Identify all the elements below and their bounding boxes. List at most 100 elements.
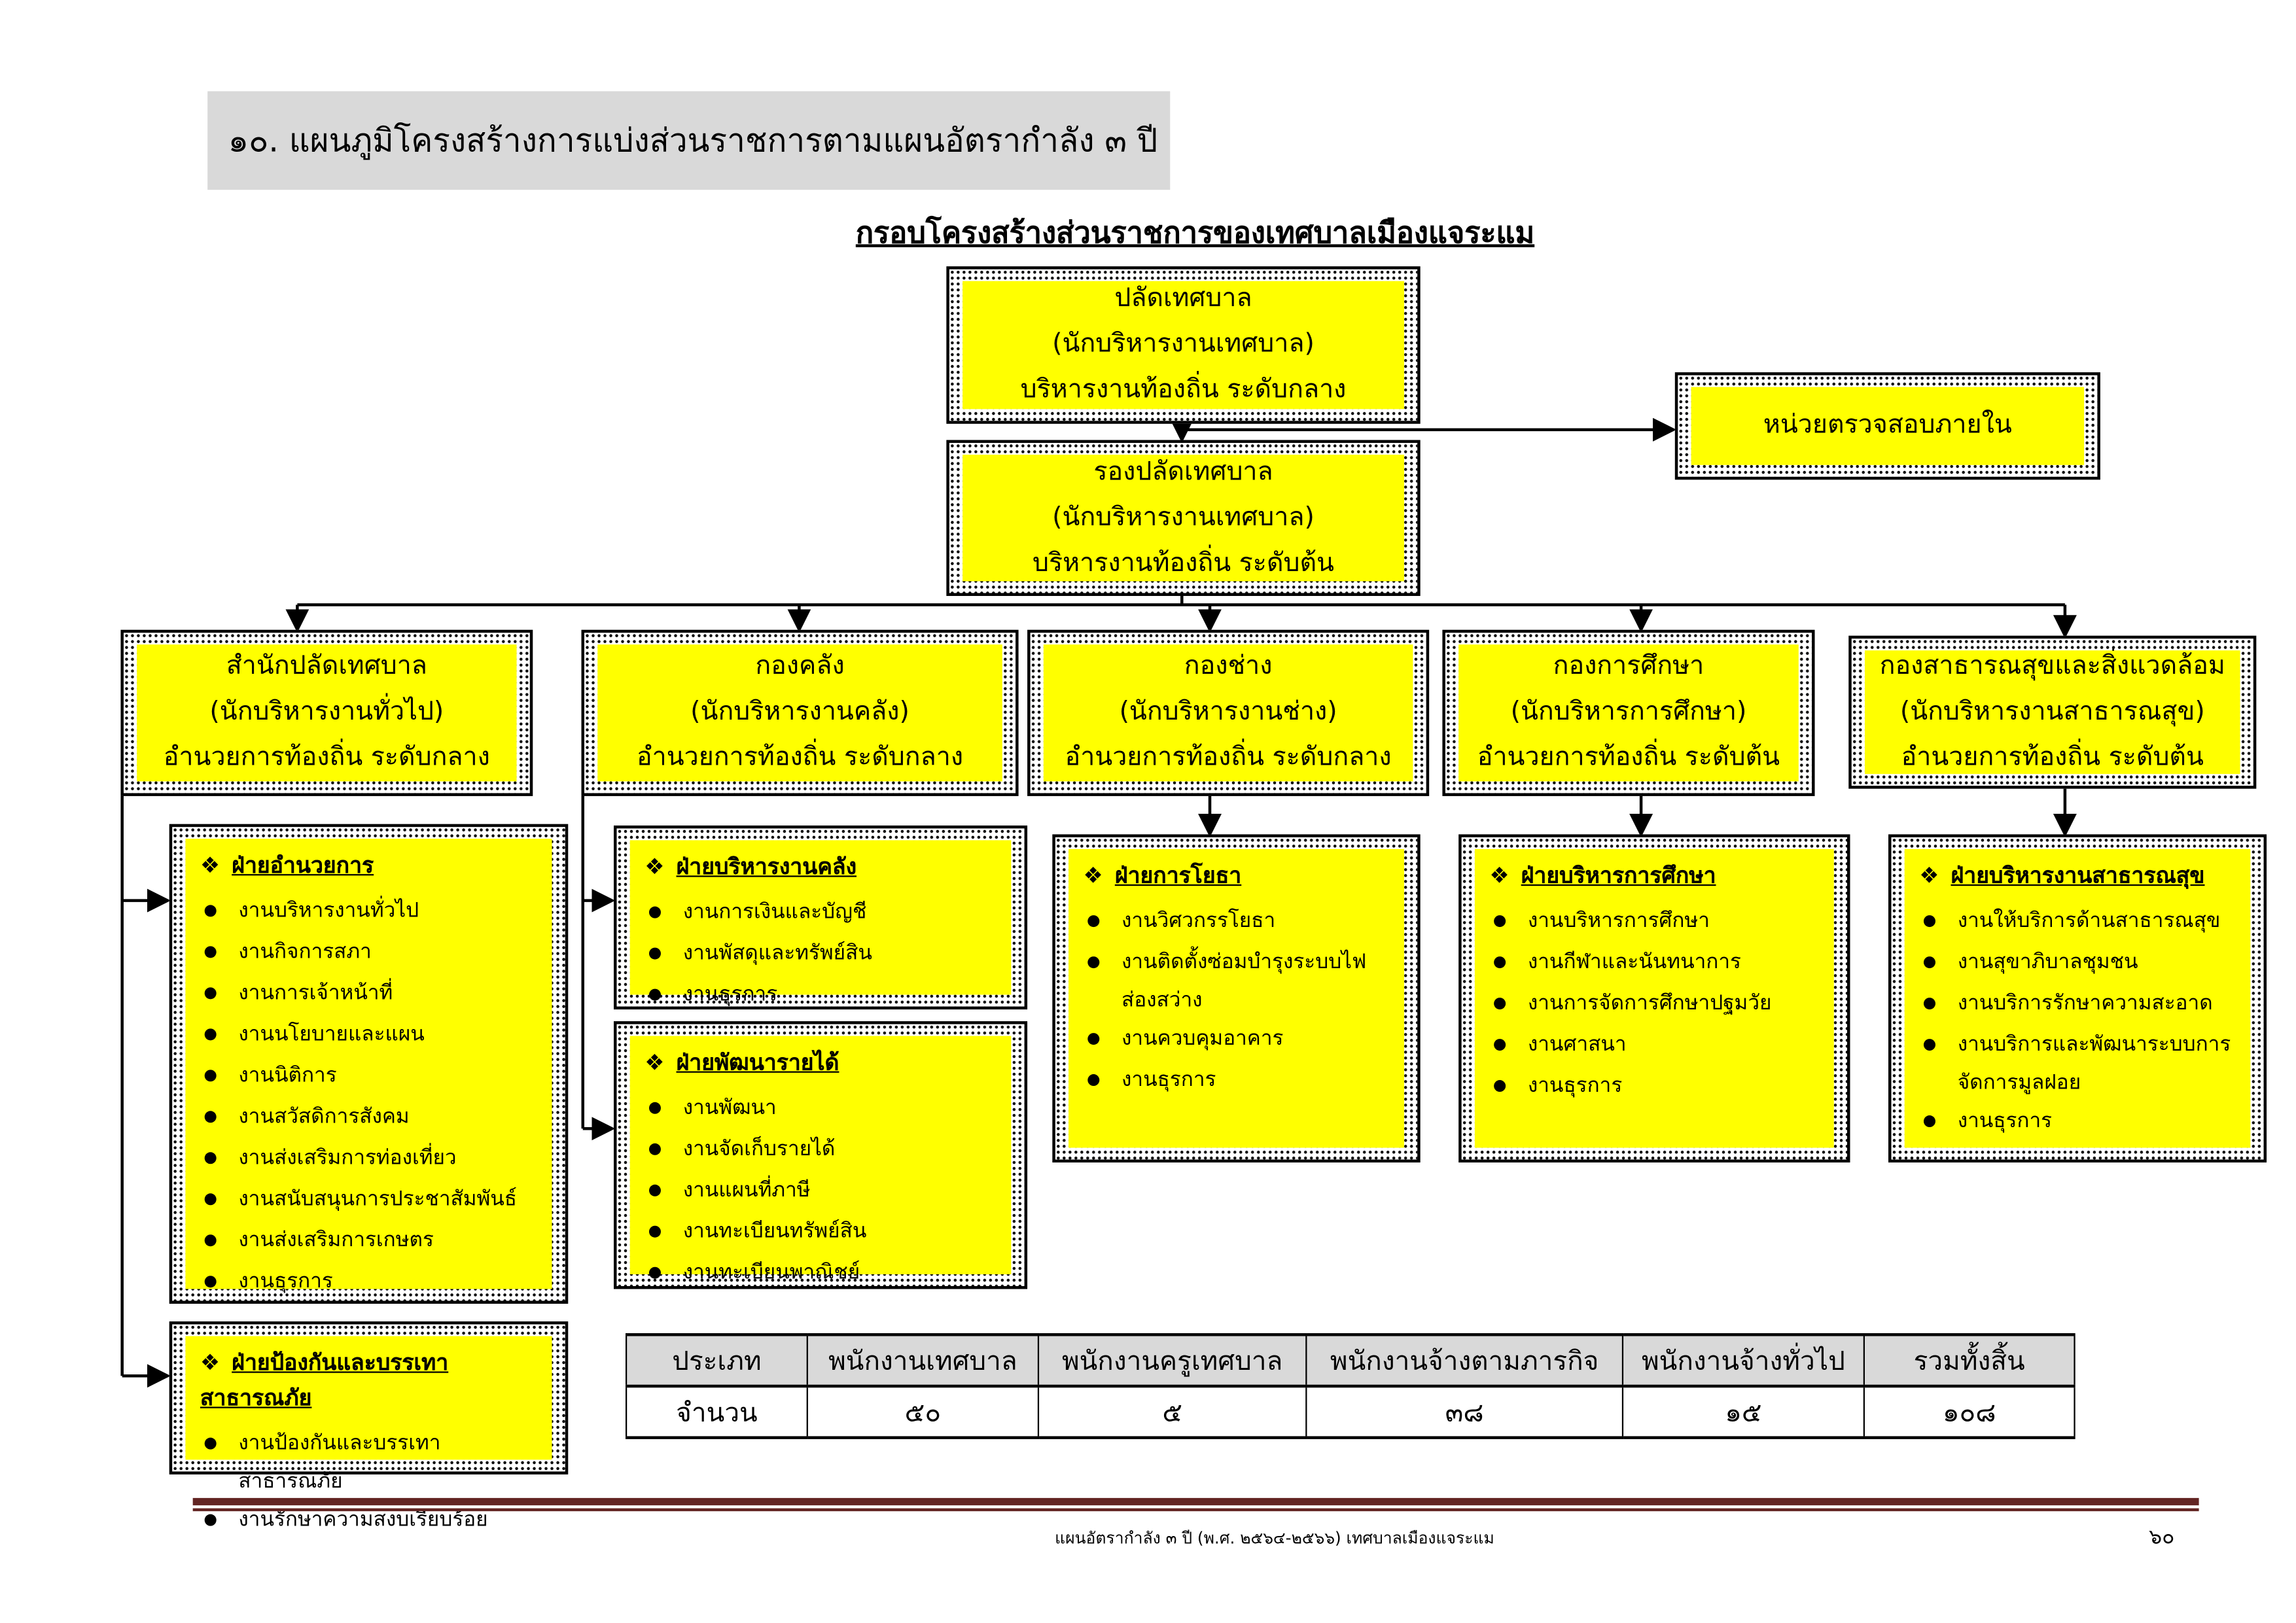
org-box-internal-audit-fill: หน่วยตรวจสอบภายใน [1691,387,2085,465]
chart-title-text: กรอบโครงสร้างส่วนราชการของเทศบาลเมืองแจร… [855,215,1535,251]
org-box-division-5-line: กองสาธารณสุขและสิ่งแวดล้อม [1879,651,2225,681]
section-heading-text: ๑๐. แผนภูมิโครงสร้างการแบ่งส่วนราชการตาม… [228,123,1158,161]
org-box-division-3-line: อำนวยการท้องถิ่น ระดับกลาง [1065,742,1392,773]
table-cell: ๓๘ [1305,1385,1624,1439]
section-box-6-fill: ❖ฝ่ายบริหารการศึกษางานบริหารการศึกษางานก… [1474,848,1834,1148]
section-title-text: ฝ่ายป้องกันและบรรเทาสาธารณภัย [200,1349,449,1412]
list-item: งานศาสนา [1489,1026,1819,1067]
org-box-division-2: กองคลัง(นักบริหารงานคลัง)อำนวยการท้องถิ่… [581,629,1019,796]
list-item: งานทะเบียนทรัพย์สิน [645,1213,997,1254]
list-item: งานการเงินและบัญชี [645,893,997,934]
section-title: ❖ฝ่ายอำนวยการ [200,848,537,883]
table-row: จำนวน ๕๐ ๕ ๓๘ ๑๕ ๑๐๘ [625,1385,2075,1439]
diamond-bullet-icon: ❖ [200,1349,221,1376]
section-title-text: ฝ่ายอำนวยการ [232,852,374,879]
org-box-division-5-fill: กองสาธารณสุขและสิ่งแวดล้อม (นักบริหารงานส… [1864,650,2240,775]
list-item: งานส่งเสริมการท่องเที่ยว [200,1139,537,1180]
list-item: งานการจัดการศึกษาปฐมวัย [1489,985,1819,1026]
section-title: ❖ฝ่ายพัฒนารายได้ [645,1045,997,1080]
org-box-division-2-fill: กองคลัง(นักบริหารงานคลัง)อำนวยการท้องถิ่… [597,644,1002,782]
section-box-5: ❖ ฝ่ายการโยธางานวิศวกรรโยธางานติดตั้งซ่อม… [1052,834,1421,1163]
section-box-7: ❖ฝ่ายบริหารงานสาธารณสุขงานให้บริการด้านส… [1888,834,2267,1163]
section-box-3-fill: ❖ฝ่ายบริหารงานคลังงานการเงินและบัญชีงานพ… [629,840,1012,1007]
org-box-division-1: สำนักปลัดเทศบาล (นักบริหารงานทั่วไป) อำนวย… [120,629,533,796]
list-item: งานบริหารการศึกษา [1489,902,1819,943]
list-item: งานควบคุมอาคาร [1084,1020,1390,1061]
section-title-text: ฝ่ายการโยธา [1114,862,1242,889]
section-item-list: งานพัฒนางานจัดเก็บรายได้งานแผนที่ภาษีงาน… [645,1089,997,1295]
org-box-division-1-line: สำนักปลัดเทศบาล [226,652,427,682]
list-item: งานธุรการ [645,975,997,1017]
list-item: งานกิจการสภา [200,933,537,974]
list-item: งานพัสดุและทรัพย์สิน [645,934,997,975]
section-title: ❖ ฝ่ายบริหารงานสาธารณสุข [1919,858,2236,893]
org-box-deputy-clerk: รองปลัดเทศบาล(นักบริหารงานเทศบาล)บริหารง… [946,440,1421,597]
org-box-division-5-line: อำนวยการท้องถิ่น ระดับต้น [1901,742,2204,772]
chart-title: กรอบโครงสร้างส่วนราชการของเทศบาลเมืองแจร… [648,209,1743,256]
footer-rule-thin [192,1508,2199,1511]
section-box-2: ❖ฝ่ายป้องกันและบรรเทาสาธารณภัยงานป้องกัน… [169,1321,569,1532]
org-box-division-4: กองการศึกษา(นักบริหารการศึกษา)อำนวยการท้… [1442,629,1815,796]
table-cell: ๑๐๘ [1863,1385,2075,1439]
org-box-municipal-clerk: ปลัดเทศบาล(นักบริหารงานเทศบาล)บริหารงานท… [946,266,1421,424]
section-box-2-fill: ❖ฝ่ายป้องกันและบรรเทาสาธารณภัยงานป้องกัน… [185,1336,552,1532]
list-item: งานสวัสดิการสังคม [200,1098,537,1139]
diamond-bullet-icon: ❖ [1083,862,1103,889]
table-cell: ๕ [1037,1385,1307,1439]
org-box-division-1-line: อำนวยการท้องถิ่น ระดับกลาง [163,742,490,773]
list-item: งานการเจ้าหน้าที่ [200,974,537,1015]
list-item: งานวิศวกรรโยธา [1084,902,1390,943]
org-box-division-1-line: (นักบริหารงานทั่วไป) [209,697,444,727]
section-box-6: ❖ฝ่ายบริหารการศึกษางานบริหารการศึกษางานก… [1458,834,1850,1163]
section-box-5-fill: ❖ ฝ่ายการโยธางานวิศวกรรโยธางานติดตั้งซ่อม… [1069,848,1404,1148]
org-box-division-3: กองช่าง(นักบริหารงานช่าง)อำนวยการท้องถิ่… [1027,629,1430,796]
section-item-list: งานวิศวกรรโยธางานติดตั้งซ่อมบำรุงระบบไฟส… [1084,902,1390,1102]
diamond-bullet-icon: ❖ [645,1049,665,1076]
section-box-4: ❖ฝ่ายพัฒนารายได้งานพัฒนางานจัดเก็บรายได้… [613,1021,1028,1289]
page-number: ๖๐ [2149,1526,2175,1550]
section-title-text: ฝ่ายบริหารงานคลัง [676,853,857,881]
section-item-list: งานบริหารงานทั่วไปงานกิจการสภางานการเจ้า… [200,892,537,1304]
org-box-division-5-line: (นักบริหารงานสาธารณสุข) [1899,697,2205,727]
section-box-4-fill: ❖ฝ่ายพัฒนารายได้งานพัฒนางานจัดเก็บรายได้… [629,1036,1012,1285]
list-item: งานบริหารงานทั่วไป [200,892,537,933]
section-item-list: งานการเงินและบัญชีงานพัสดุและทรัพย์สินงา… [645,893,997,1017]
table-header: พนักงานจ้างตามภารกิจ [1305,1333,1624,1388]
list-item: งานธุรการ [1489,1067,1819,1108]
list-item: งานธุรการ [1919,1102,2236,1143]
list-item: งานบริการและพัฒนาระบบการจัดการมูลฝอย [1919,1026,2236,1102]
list-item: งานสุขาภิบาลชุมชน [1919,943,2236,985]
diamond-bullet-icon: ❖ [1919,862,1939,889]
list-item: งานกีฬาและนันทนาการ [1489,943,1819,985]
table-cell: ๑๕ [1621,1385,1865,1439]
org-box-division-4-line: (นักบริหารการศึกษา) [1510,697,1747,727]
org-box-internal-audit-line: หน่วยตรวจสอบภายใน [1763,410,2012,440]
section-box-3: ❖ฝ่ายบริหารงานคลังงานการเงินและบัญชีงานพ… [613,825,1028,1010]
org-box-division-5: กองสาธารณสุขและสิ่งแวดล้อม (นักบริหารงานส… [1848,635,2257,789]
org-box-division-2-line: (นักบริหารงานคลัง) [690,697,910,727]
section-title-text: ฝ่ายบริหารการศึกษา [1521,862,1716,889]
table-cell: ๕๐ [806,1385,1040,1439]
section-title-text: ฝ่ายบริหารงานสาธารณสุข [1951,862,2205,889]
section-box-1: ❖ฝ่ายอำนวยการงานบริหารงานทั่วไปงานกิจการ… [169,824,569,1304]
list-item: งานธุรการ [200,1263,537,1304]
org-box-municipal-clerk-fill: ปลัดเทศบาล(นักบริหารงานเทศบาล)บริหารงานท… [963,281,1404,410]
org-box-municipal-clerk-line: ปลัดเทศบาล [1114,284,1252,314]
list-item: งานบริการรักษาความสะอาด [1919,985,2236,1026]
section-item-list: งานป้องกันและบรรเทาสาธารณภัยงานรักษาความ… [200,1424,537,1542]
table-cell: จำนวน [625,1385,808,1439]
list-item: งานธุรการ [1084,1061,1390,1102]
table-header: พนักงานครูเทศบาล [1037,1333,1307,1388]
section-title: ❖ ฝ่ายการโยธา [1084,858,1390,893]
section-item-list: งานบริหารการศึกษางานกีฬาและนันทนาการงานก… [1489,902,1819,1108]
list-item: งานป้องกันและบรรเทาสาธารณภัย [200,1424,537,1501]
footer-text: แผนอัตรากำลัง ๓ ปี (พ.ศ. ๒๕๖๔-๒๕๖๖) เทศบ… [1055,1529,1494,1548]
list-item: งานแผนที่ภาษี [645,1172,997,1213]
org-box-municipal-clerk-line: (นักบริหารงานเทศบาล) [1052,329,1315,359]
org-box-division-4-line: กองการศึกษา [1553,652,1704,682]
list-item: งานติดตั้งซ่อมบำรุงระบบไฟส่องสว่าง [1084,943,1390,1020]
diamond-bullet-icon: ❖ [1489,862,1510,889]
table-header: พนักงานจ้างทั่วไป [1621,1333,1865,1388]
org-box-deputy-clerk-line: รองปลัดเทศบาล [1093,457,1273,487]
